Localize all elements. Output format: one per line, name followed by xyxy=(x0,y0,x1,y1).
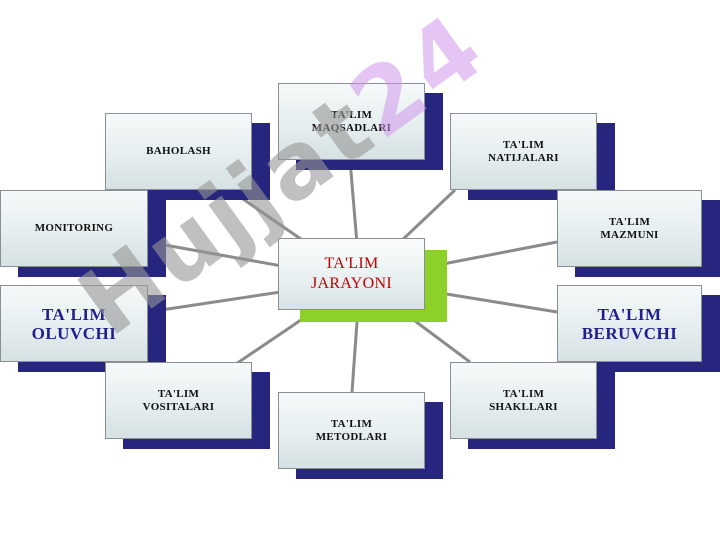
node-label: TA'LIM NATIJALARI xyxy=(488,138,559,164)
node-talim-oluvchi: TA'LIM OLUVCHI xyxy=(0,285,166,372)
node-talim-beruvchi: TA'LIM BERUVCHI xyxy=(557,285,720,372)
node-label: TA'LIM MAZMUNI xyxy=(600,215,659,241)
node-label: TA'LIM SHAKLLARI xyxy=(489,387,558,413)
node-label: BAHOLASH xyxy=(146,145,211,157)
node-talim-shakllari: TA'LIM SHAKLLARI xyxy=(450,362,615,449)
node-label: TA'LIM VOSITALARI xyxy=(142,387,215,413)
node-label: TA'LIM OLUVCHI xyxy=(31,304,117,343)
node-talim-mazmuni: TA'LIM MAZMUNI xyxy=(557,190,720,277)
node-label: TA'LIM METODLARI xyxy=(315,417,388,443)
node-talim-metodlari: TA'LIM METODLARI xyxy=(278,392,443,479)
node-talim-vositalari: TA'LIM VOSITALARI xyxy=(105,362,270,449)
node-baholash: BAHOLASH xyxy=(105,113,270,200)
node-label: TA'LIM MAQSADLARI xyxy=(311,108,392,134)
node-monitoring: MONITORING xyxy=(0,190,166,277)
center-label: TA'LIM JARAYONI xyxy=(311,255,392,292)
node-label: TA'LIM BERUVCHI xyxy=(581,304,678,343)
node-talim-jarayoni: TA'LIM JARAYONI xyxy=(278,238,447,322)
node-talim-maqsadlari: TA'LIM MAQSADLARI xyxy=(278,83,443,170)
node-talim-natijalari: TA'LIM NATIJALARI xyxy=(450,113,615,200)
node-label: MONITORING xyxy=(34,222,114,234)
